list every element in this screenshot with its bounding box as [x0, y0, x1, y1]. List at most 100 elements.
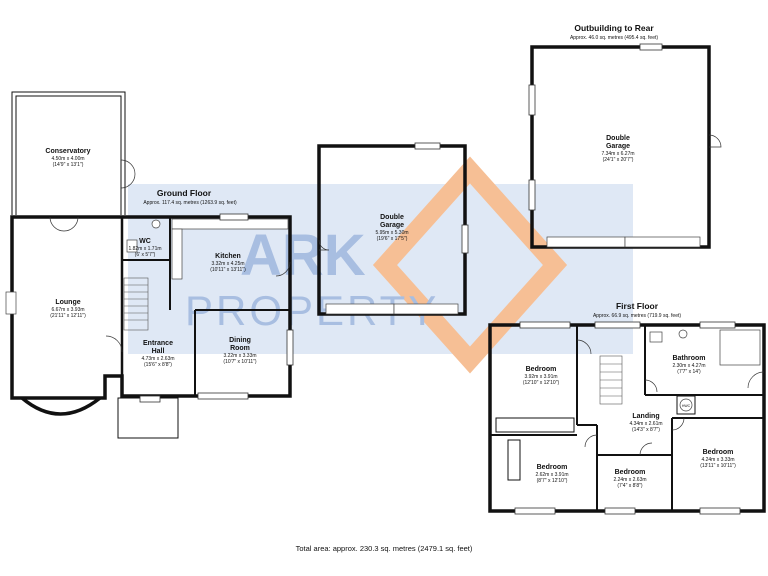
room-dimensions: 2.24m x 2.63m [613, 477, 646, 483]
first-floor-title: First Floor [616, 301, 659, 311]
garage-door [624, 236, 701, 248]
room-dimensions: (6' x 5'7") [135, 252, 156, 258]
room-dimensions: (13'11" x 10'11") [700, 463, 736, 469]
room-dimensions: (15'6" x 8'8") [144, 362, 172, 368]
bathtub [719, 329, 761, 366]
room-name: WC [139, 238, 151, 245]
room-name: Room [230, 345, 250, 352]
room-dimensions: (19'6" x 17'5") [377, 236, 408, 242]
room-name: Landing [632, 413, 659, 420]
room-name: Entrance [143, 340, 173, 347]
window [699, 507, 741, 515]
window [699, 321, 736, 329]
room-dimensions: 4.50m x 4.00m [51, 156, 84, 162]
room-name: Lounge [55, 299, 80, 306]
wardrobe [495, 417, 575, 433]
door-swing [120, 159, 136, 189]
window [219, 213, 249, 221]
wash-basin [649, 331, 663, 343]
door-swing [318, 239, 330, 251]
room-name: Bedroom [615, 469, 646, 476]
door-swing [671, 417, 685, 431]
room-name: Double [380, 214, 404, 221]
staircase [599, 355, 623, 405]
room-name: Garage [380, 222, 404, 229]
room-name: Bedroom [537, 464, 568, 471]
watermark-ark: ARK [240, 223, 366, 288]
attached-garage: Double Garage 5.95m x 5.30m (19'6" x 17'… [317, 142, 469, 316]
garage-door [546, 236, 626, 248]
ground-floor-area: Approx. 117.4 sq. metres (1263.9 sq. fee… [143, 200, 237, 206]
room-dimensions: (10'7" x 10'11") [223, 359, 256, 365]
garage-door [393, 303, 459, 315]
first-floor: First Floor Approx. 66.9 sq. metres (719… [488, 301, 766, 515]
room-name: Garage [606, 143, 630, 150]
fireplace [5, 291, 17, 315]
door-swing [644, 379, 658, 393]
room-dimensions: (8'7" x 12'10") [537, 478, 568, 484]
room-name: Kitchen [215, 253, 241, 260]
room-name: Bedroom [703, 449, 734, 456]
kitchen-worktop [171, 228, 183, 280]
door-swing [708, 134, 722, 148]
room-name: Bathroom [672, 355, 705, 362]
garage-door [325, 303, 395, 315]
outbuilding-area: Approx. 46.0 sq. metres (495.4 sq. feet) [570, 35, 658, 41]
door-swing [105, 335, 123, 353]
room-dimensions: (7'4" x 8'8") [617, 483, 643, 489]
watermark-diamond [372, 156, 568, 374]
room-name: Bedroom [526, 366, 557, 373]
door-swing [747, 371, 765, 389]
wash-basin [126, 239, 138, 253]
total-area: Total area: approx. 230.3 sq. metres (24… [296, 544, 473, 553]
room-dimensions: 4.24m x 3.33m [701, 457, 734, 463]
room-name: Dining [229, 337, 251, 344]
ground-floor: Ground Floor Approx. 117.4 sq. metres (1… [5, 91, 294, 439]
room-dimensions: 7.34m x 6.27m [601, 151, 634, 157]
door-swing [639, 442, 653, 456]
toilet [678, 329, 688, 339]
room-dimensions: (10'11" x 13'11") [210, 267, 246, 273]
window [286, 329, 294, 366]
bay-window [20, 396, 102, 416]
room-dimensions: (14'3" x 8'7") [632, 427, 660, 433]
room-dimensions: 5.95m x 5.30m [375, 230, 408, 236]
window [604, 507, 636, 515]
room-dimensions: 1.82m x 1.71m [128, 246, 161, 252]
room-dimensions: (24'1" x 20'7") [603, 157, 634, 163]
room-dimensions: 4.73m x 2.63m [141, 356, 174, 362]
hot-water-cylinder [679, 398, 693, 412]
window [414, 142, 441, 150]
room-dimensions: 6.67m x 3.93m [51, 307, 84, 313]
room-name: Hall [152, 348, 165, 355]
watermark: ARK PROPERTY [128, 156, 633, 374]
room-dimensions: (12'10" x 12'10") [523, 380, 560, 386]
window [197, 392, 249, 400]
window [519, 321, 571, 329]
window [594, 321, 641, 329]
room-dimensions: 2.62m x 3.91m [535, 472, 568, 478]
room-dimensions: 2.30m x 4.27m [672, 363, 705, 369]
kitchen-worktop [171, 218, 289, 230]
window [461, 224, 469, 254]
door-swing [49, 216, 79, 232]
window [639, 43, 663, 51]
ground-floor-title: Ground Floor [157, 188, 212, 198]
room-dimensions: (7'7" x 14') [677, 369, 701, 375]
window [514, 507, 556, 515]
room-dimensions: (14'9" x 13'1") [53, 162, 84, 168]
porch [117, 397, 179, 439]
airing-cupboard [676, 395, 696, 415]
window [528, 84, 536, 116]
staircase [123, 277, 149, 331]
room-dimensions: 3.22m x 3.33m [223, 353, 256, 359]
room-dimensions: (21'11" x 12'11") [50, 313, 86, 319]
conservatory-walls [11, 91, 126, 215]
door-swing [576, 339, 592, 355]
room-name: Conservatory [45, 148, 90, 155]
room-dimensions: 3.32m x 4.25m [211, 261, 244, 267]
room-dimensions: 4.34m x 2.61m [629, 421, 662, 427]
outbuilding-title: Outbuilding to Rear [574, 23, 654, 33]
conservatory-walls [15, 95, 122, 215]
